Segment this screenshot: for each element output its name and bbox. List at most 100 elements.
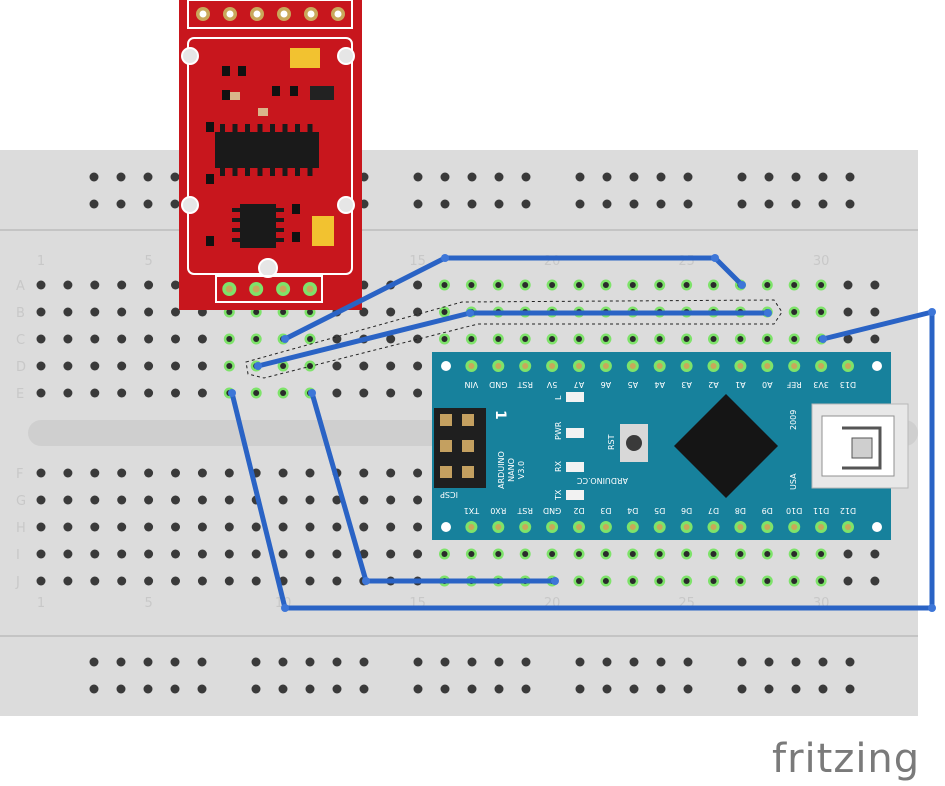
column-number: 5	[144, 254, 152, 269]
breadboard-hole	[386, 495, 396, 505]
breadboard-hole	[359, 361, 369, 371]
rail-hole	[683, 172, 693, 182]
breadboard-hole	[386, 334, 396, 344]
nano-bottom-pin-label: D5	[654, 506, 665, 515]
breadboard-hole	[171, 280, 180, 290]
reset-button	[620, 424, 648, 462]
breadboard-hole	[413, 495, 423, 505]
rail-hole	[170, 657, 180, 667]
breadboard-hole	[144, 307, 154, 317]
nano-top-pin-label: RST	[517, 380, 533, 389]
rail-hole	[683, 657, 693, 667]
breadboard-hole	[305, 495, 315, 505]
led-label-rx: RX	[554, 460, 563, 472]
row-letter: G	[16, 494, 26, 509]
rail-hole	[818, 684, 828, 694]
rail-hole	[170, 172, 180, 182]
nano-bottom-pin-label: D9	[762, 506, 773, 515]
nano-top-pin-label: 3V3	[813, 380, 829, 389]
breadboard-hole	[36, 522, 46, 532]
row-letter: C	[16, 333, 25, 348]
nano-top-pin-label: VIN	[464, 380, 478, 389]
nano-header-pins	[465, 360, 854, 533]
wire-selection-outline	[245, 299, 783, 379]
nano-bottom-pin-label: D10	[786, 506, 802, 515]
breadboard-hole	[171, 468, 180, 478]
breadboard-hole	[90, 576, 100, 586]
rail-hole	[683, 684, 693, 694]
breadboard-hole	[332, 388, 342, 398]
breadboard-hole	[197, 549, 207, 559]
nano-bottom-pin-label: D6	[681, 506, 692, 515]
breadboard-hole	[359, 549, 369, 559]
breadboard-hole	[171, 495, 180, 505]
breadboard-hole	[144, 361, 154, 371]
rail-hole	[656, 684, 666, 694]
breadboard-hole	[117, 280, 127, 290]
rail-hole	[683, 199, 693, 209]
column-number: 5	[144, 596, 152, 611]
breadboard-hole	[843, 549, 853, 559]
status-leds	[566, 392, 584, 500]
rail-hole	[602, 199, 612, 209]
breadboard-hole	[224, 522, 234, 532]
rail-hole	[521, 199, 531, 209]
rail-hole	[521, 657, 531, 667]
led-label-tx: TX	[554, 489, 563, 501]
rail-hole	[791, 657, 801, 667]
rail-hole	[251, 684, 261, 694]
rail-hole	[413, 199, 423, 209]
rail-hole	[656, 657, 666, 667]
breadboard-hole	[413, 361, 423, 371]
rail-hole	[602, 657, 612, 667]
nano-bottom-pin-label: RST	[517, 506, 533, 515]
breadboard-hole	[144, 495, 154, 505]
rail-hole	[602, 172, 612, 182]
breadboard-hole	[90, 468, 100, 478]
breadboard-hole	[843, 334, 853, 344]
breadboard-hole	[117, 468, 127, 478]
nano-top-pin-label: GND	[489, 380, 507, 389]
breadboard-hole	[90, 307, 100, 317]
rail-hole	[440, 684, 450, 694]
breadboard-hole	[413, 468, 423, 478]
breadboard-hole	[63, 522, 73, 532]
country-label: USA	[789, 473, 798, 490]
rail-hole	[467, 684, 477, 694]
breadboard-hole	[36, 576, 46, 586]
breadboard-hole	[90, 280, 100, 290]
rail-hole	[575, 172, 585, 182]
breadboard-hole	[305, 468, 315, 478]
nano-top-pin-label: A3	[681, 380, 692, 389]
breadboard-hole	[359, 468, 369, 478]
rail-hole	[764, 172, 774, 182]
nano-top-pin-label: REF	[786, 380, 802, 389]
breadboard-hole	[171, 307, 180, 317]
rail-hole	[629, 199, 639, 209]
nano-title-line1: ARDUINO	[497, 451, 506, 489]
rail-hole	[494, 199, 504, 209]
breadboard-hole	[90, 549, 100, 559]
column-number: 1	[37, 596, 45, 611]
breadboard-hole	[332, 549, 342, 559]
rail-hole	[116, 684, 126, 694]
row-letter: E	[16, 387, 24, 402]
breadboard-hole	[36, 388, 46, 398]
nano-bottom-pin-label: RX0	[490, 506, 506, 515]
rail-hole	[629, 657, 639, 667]
rail-hole	[359, 657, 369, 667]
rail-hole	[305, 657, 315, 667]
rail-hole	[845, 172, 855, 182]
breadboard-hole	[870, 307, 880, 317]
nano-top-pin-label: A0	[762, 380, 773, 389]
breadboard-hole	[117, 495, 127, 505]
nano-bottom-pin-label: D3	[600, 506, 611, 515]
led-label-l: L	[554, 395, 563, 400]
rail-hole	[602, 684, 612, 694]
nano-top-pin-label: A2	[708, 380, 719, 389]
rail-hole	[575, 657, 585, 667]
nano-top-pin-label: A1	[735, 380, 746, 389]
breadboard-hole	[413, 307, 423, 317]
rail-hole	[737, 684, 747, 694]
nano-title-line2: NANO	[507, 458, 516, 482]
